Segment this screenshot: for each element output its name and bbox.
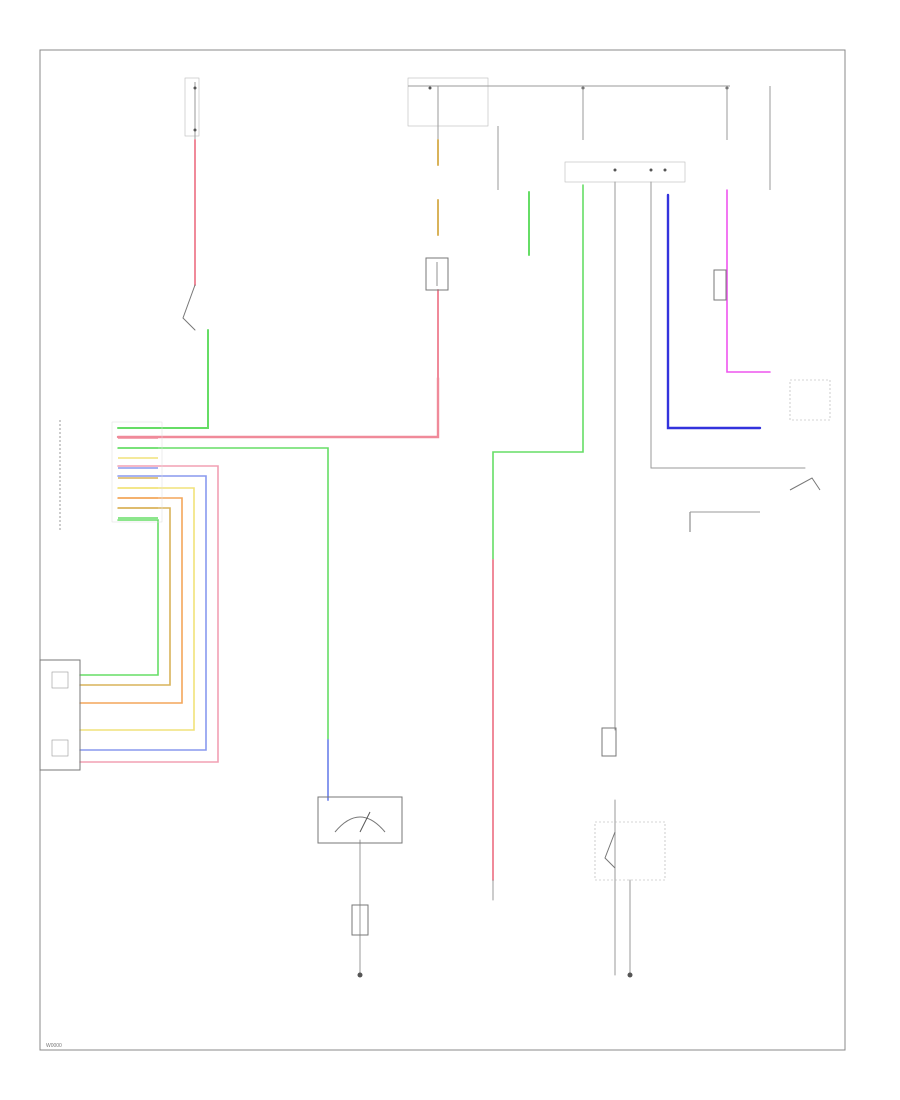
power-distribution — [184, 77, 771, 190]
switch-left — [182, 284, 196, 331]
bus-tan — [79, 507, 171, 686]
relay-block — [564, 161, 686, 183]
fuse-box-center — [407, 77, 489, 127]
wire-green-left — [117, 329, 209, 429]
footer-code: W0000 — [46, 1043, 62, 1049]
wire-blue-right — [666, 193, 762, 430]
sensor-bottom-center — [351, 904, 369, 978]
wires — [79, 139, 806, 976]
bus-rose — [79, 465, 219, 763]
diagram-frame — [39, 49, 846, 1051]
sensor-center-top — [425, 257, 449, 291]
sensor-right-upper — [689, 269, 831, 532]
sensor-box-left — [39, 659, 81, 771]
gauge — [317, 796, 403, 844]
wire-green-ecu — [117, 447, 329, 741]
wire-green-right — [492, 184, 584, 561]
bus-ltblue — [79, 475, 207, 751]
wire-pink-main — [116, 376, 440, 439]
bus-green — [79, 519, 159, 676]
bus-orange — [79, 497, 183, 704]
fuse-box-left — [184, 77, 200, 137]
bus-yellow — [79, 487, 195, 731]
sensor-right-lower — [594, 727, 666, 978]
wire-magenta-right — [726, 189, 771, 373]
ecu-connector — [59, 420, 163, 530]
